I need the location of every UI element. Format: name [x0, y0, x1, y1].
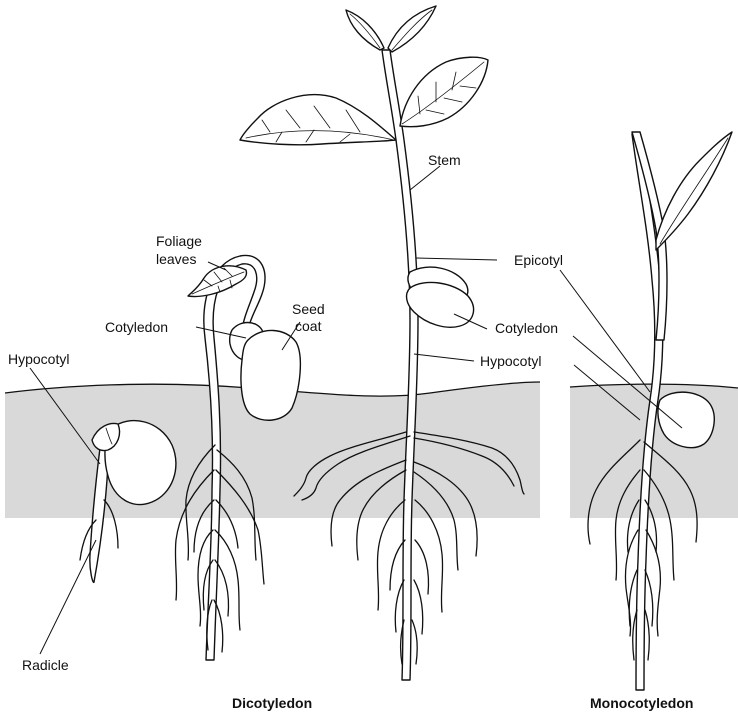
caption-dicot: Dicotyledon — [232, 695, 312, 711]
label-seed-coat-1: Seed — [292, 301, 325, 317]
label-hypocotyl-right: Hypocotyl — [480, 353, 541, 369]
label-cotyledon-right: Cotyledon — [495, 320, 558, 336]
label-cotyledon-left: Cotyledon — [105, 319, 168, 335]
leader-radicle — [40, 540, 96, 654]
label-foliage-leaves-2: leaves — [156, 251, 196, 267]
label-radicle: Radicle — [22, 657, 69, 673]
label-hypocotyl-left: Hypocotyl — [8, 351, 69, 367]
label-stem: Stem — [428, 152, 461, 168]
stage3-stem — [382, 50, 418, 680]
leader-epicotyl-monocot — [560, 270, 650, 392]
leader-stem — [410, 166, 440, 190]
caption-monocot: Monocotyledon — [590, 695, 693, 711]
label-foliage-leaves-1: Foliage — [156, 233, 202, 249]
leader-hypocotyl-right — [414, 354, 474, 361]
stage2-seed-coat — [241, 330, 300, 420]
leader-epicotyl — [416, 258, 497, 260]
label-epicotyl: Epicotyl — [514, 252, 563, 268]
stage3-left-leaf — [240, 95, 396, 145]
label-seed-coat-2: coat — [295, 318, 322, 334]
